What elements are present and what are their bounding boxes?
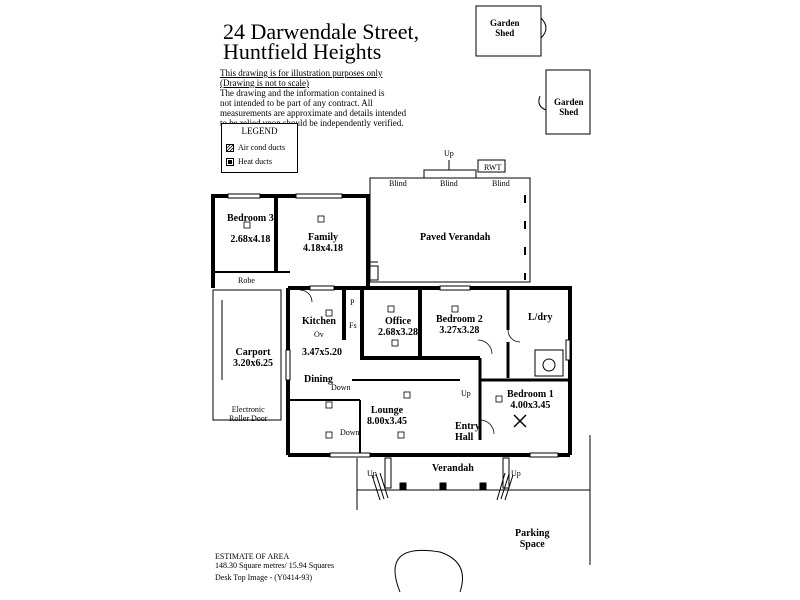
parking-label: Parking Space — [515, 528, 550, 550]
paved-verandah-label: Paved Verandah — [420, 232, 491, 243]
pantry-label: P — [350, 298, 355, 307]
front-verandah — [356, 435, 591, 593]
disclaimer-line-5: measurements are approximate and details… — [220, 108, 407, 118]
kitchen-size: 3.47x5.20 — [302, 347, 342, 358]
bedroom3-label: Bedroom 3 2.68x4.18 — [227, 213, 274, 245]
down-label-lounge: Down — [340, 428, 360, 437]
disclaimer-line-1: This drawing is for illustration purpose… — [220, 68, 383, 78]
up-label-front-left: Up — [367, 469, 377, 478]
entry-hall-label: Entry Hall — [455, 421, 480, 443]
carport-label: Carport 3.20x6.25 — [233, 347, 273, 369]
legend-item-air: Air cond ducts — [226, 143, 285, 152]
fridge-label: Fs — [349, 321, 357, 330]
step-lines — [371, 472, 514, 501]
kitchen-label: Kitchen — [302, 316, 336, 327]
disclaimer: This drawing is for illustration purpose… — [220, 68, 406, 128]
windows — [227, 193, 571, 458]
legend-item-heat: Heat ducts — [226, 157, 272, 166]
legend-title: LEGEND — [241, 126, 278, 136]
disclaimer-line-6: to be relied upon should be independentl… — [220, 118, 404, 128]
oven-label: Ov — [314, 330, 324, 339]
rwt-label: RWT — [484, 163, 502, 172]
bedroom1-label: Bedroom 1 4.00x3.45 — [507, 389, 554, 411]
area-values: 148.30 Square metres/ 15.94 Squares — [215, 561, 335, 570]
blind-label-3: Blind — [492, 179, 510, 188]
disclaimer-line-2: (Drawing is not to scale) — [220, 78, 309, 88]
down-label-dining: Down — [331, 383, 351, 392]
image-reference: Desk Top Image - (Y0414-93) — [215, 573, 313, 582]
address-line-1: 24 Darwendale Street, — [223, 19, 420, 44]
dining-label: Dining — [304, 374, 333, 385]
area-estimate: ESTIMATE OF AREA 148.30 Square metres/ 1… — [215, 552, 334, 582]
bedroom2-label: Bedroom 2 3.27x3.28 — [436, 314, 483, 336]
air-cond-duct-icon — [226, 143, 234, 152]
laundry-label: L/dry — [528, 312, 553, 323]
legend: LEGEND Air cond ducts Heat ducts — [221, 123, 298, 173]
up-label-hall: Up — [461, 389, 471, 398]
blind-label-2: Blind — [440, 179, 458, 188]
legend-item-heat-label: Heat ducts — [238, 157, 272, 166]
family-label: Family 4.18x4.18 — [303, 232, 343, 254]
laundry-fixtures — [534, 349, 564, 377]
lounge-label: Lounge 8.00x3.45 — [367, 405, 407, 427]
address-line-2: Huntfield Heights — [223, 39, 382, 64]
front-verandah-label: Verandah — [432, 463, 474, 474]
area-title: ESTIMATE OF AREA — [215, 552, 290, 561]
heat-duct-icon — [226, 157, 234, 166]
up-label-front-right: Up — [511, 469, 521, 478]
duct-markers — [243, 215, 503, 439]
garden-shed-1 — [475, 5, 547, 57]
garden-shed-2 — [538, 69, 591, 135]
up-label-back: Up — [444, 149, 454, 158]
legend-item-air-label: Air cond ducts — [238, 143, 286, 152]
roller-door-label: Electronic Roller Door — [229, 405, 268, 423]
disclaimer-line-3: The drawing and the information containe… — [220, 88, 385, 98]
ceiling-fan-icon — [513, 414, 527, 428]
robe-label: Robe — [238, 276, 255, 285]
carport — [212, 289, 282, 421]
door-swings — [299, 289, 521, 435]
blind-label-1: Blind — [389, 179, 407, 188]
office-label: Office 2.68x3.28 — [378, 316, 418, 338]
disclaimer-line-4: not intended to be part of any contract.… — [220, 98, 373, 108]
